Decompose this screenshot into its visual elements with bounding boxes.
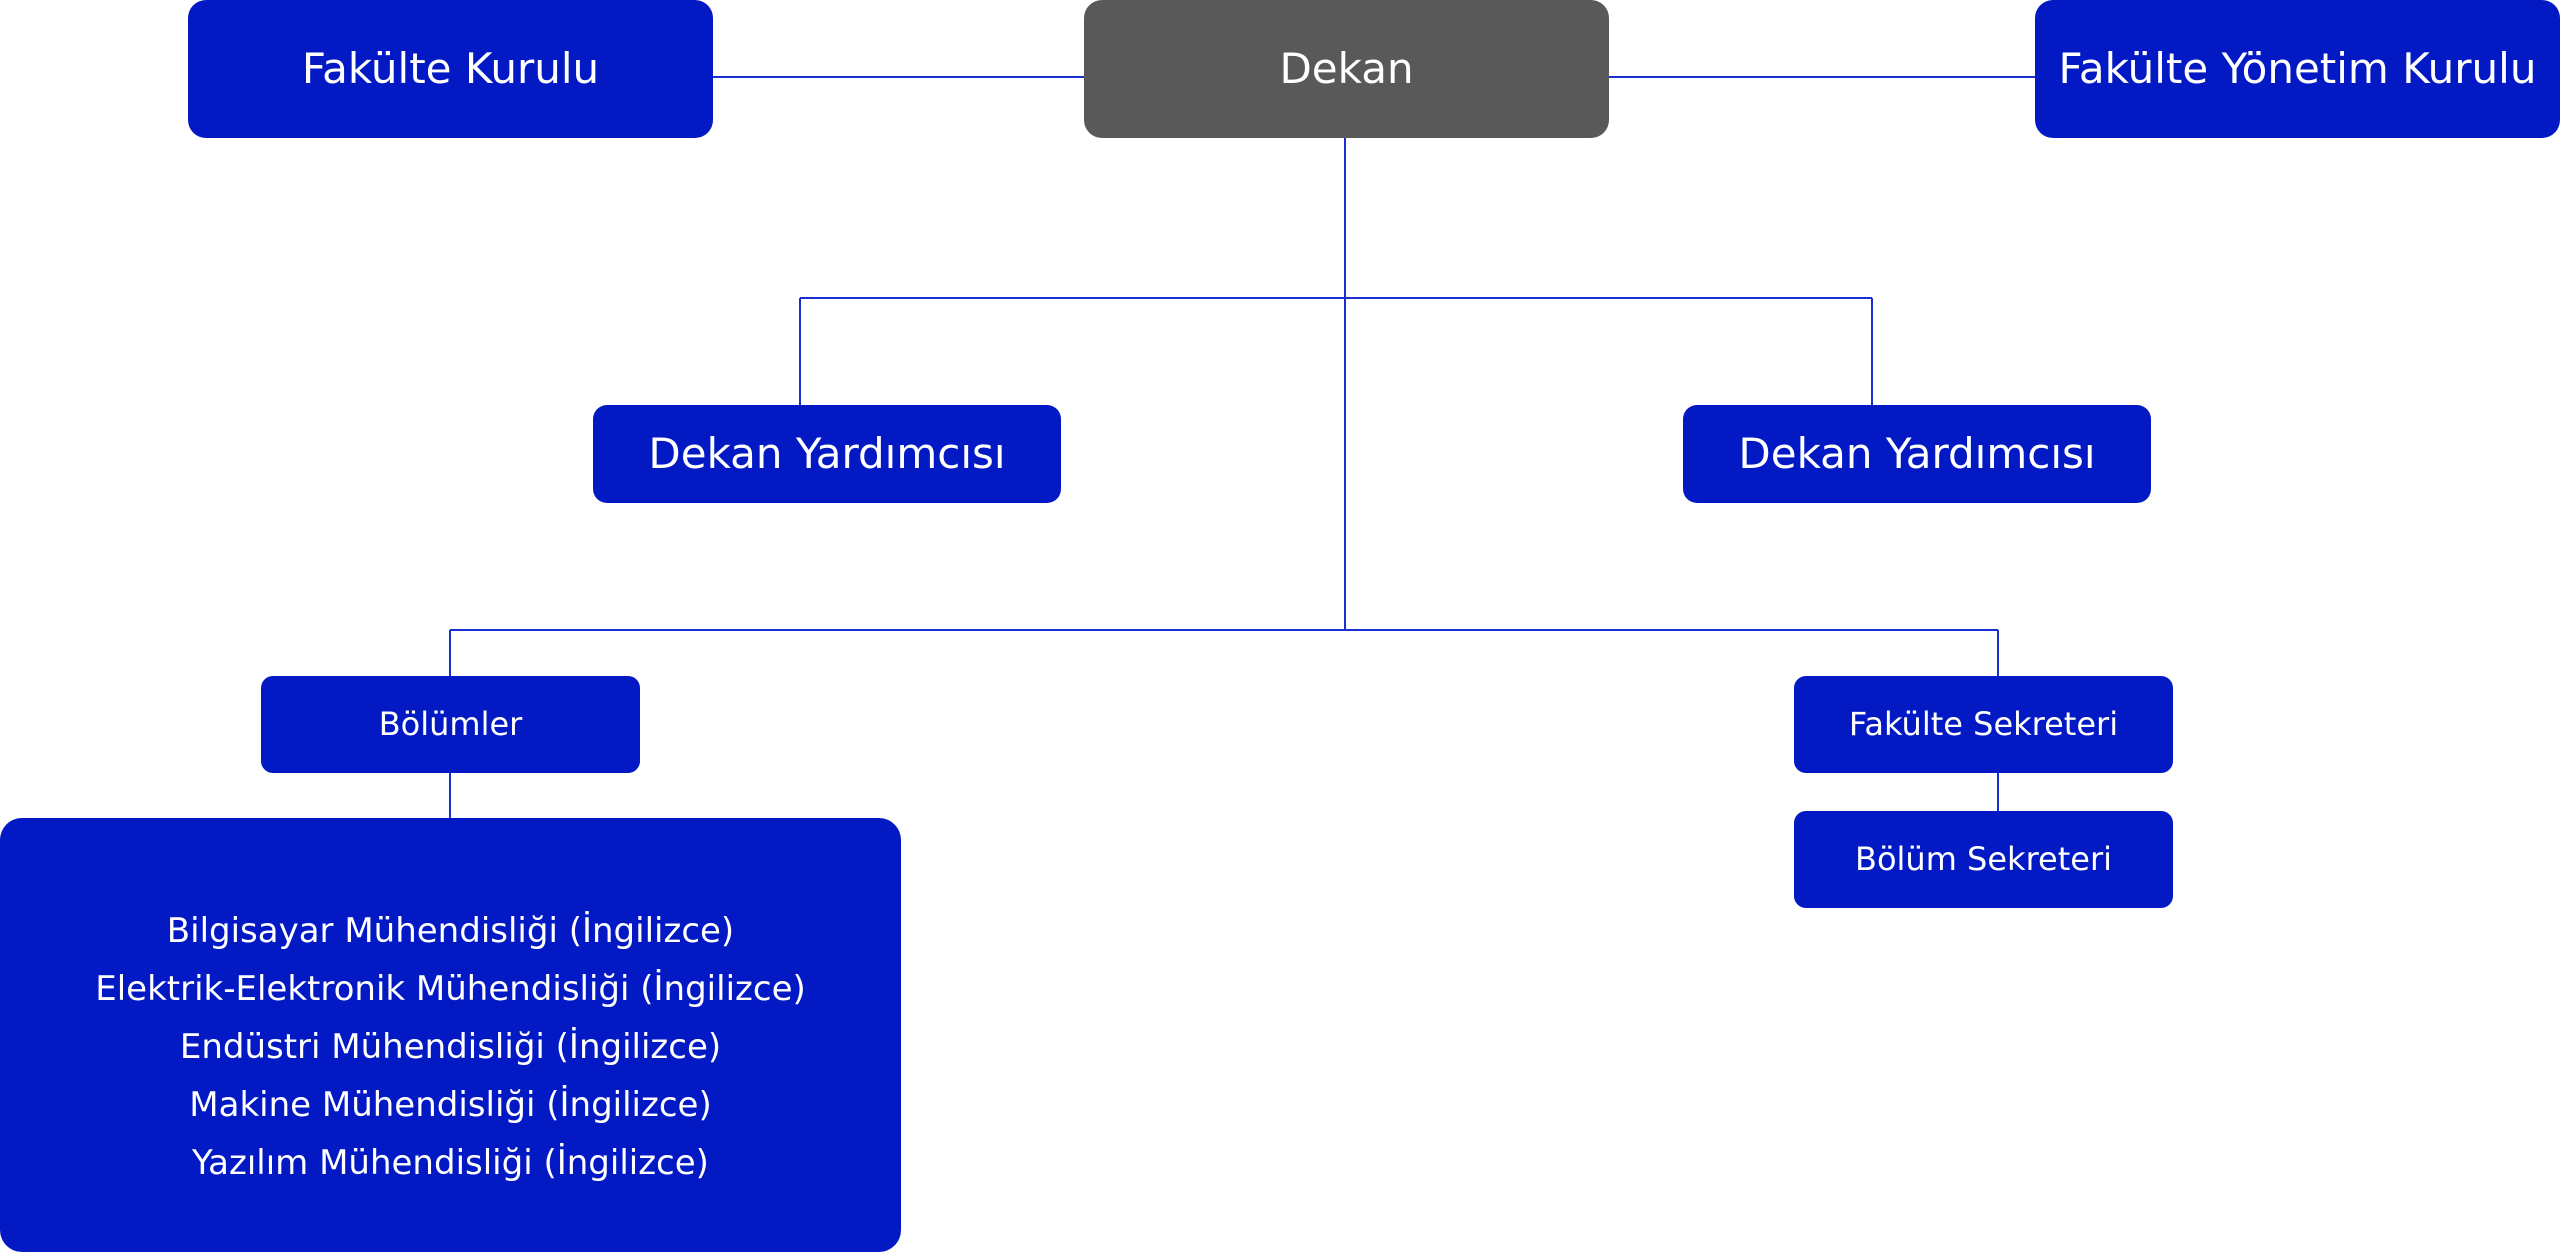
departments-label: Bölümler (378, 705, 523, 744)
department-item: Yazılım Mühendisliği (İngilizce) (192, 1143, 709, 1183)
faculty-executive-board-label: Fakülte Yönetim Kurulu (2058, 43, 2537, 93)
faculty-executive-board-box: Fakülte Yönetim Kurulu (2035, 0, 2560, 138)
department-item: Bilgisayar Mühendisliği (İngilizce) (166, 911, 735, 951)
department-list-box: Bilgisayar Mühendisliği (İngilizce) Elek… (0, 818, 901, 1252)
faculty-board-label: Fakülte Kurulu (301, 43, 600, 93)
dean-label: Dekan (1279, 43, 1414, 93)
department-item: Elektrik-Elektronik Mühendisliği (İngili… (95, 969, 806, 1009)
vice-dean-box-left: Dekan Yardımcısı (593, 405, 1061, 503)
departments-box: Bölümler (261, 676, 640, 773)
vice-dean-label-left: Dekan Yardımcısı (648, 428, 1006, 478)
faculty-secretary-box: Fakülte Sekreteri (1794, 676, 2173, 773)
department-item: Endüstri Mühendisliği (İngilizce) (179, 1027, 722, 1067)
faculty-secretary-label: Fakülte Sekreteri (1848, 705, 2119, 744)
vice-dean-label-right: Dekan Yardımcısı (1738, 428, 2096, 478)
dean-box: Dekan (1084, 0, 1609, 138)
department-secretary-label: Bölüm Sekreteri (1855, 840, 2112, 879)
department-secretary-box: Bölüm Sekreteri (1794, 811, 2173, 908)
faculty-board-box: Fakülte Kurulu (188, 0, 713, 138)
vice-dean-box-right: Dekan Yardımcısı (1683, 405, 2151, 503)
department-item: Makine Mühendisliği (İngilizce) (189, 1085, 712, 1125)
